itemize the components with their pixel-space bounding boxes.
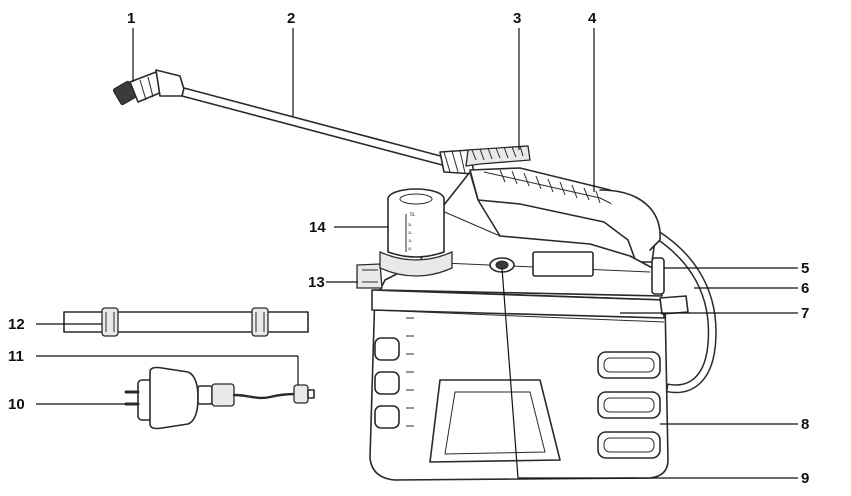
shoulder-strap — [63, 307, 309, 337]
spray-wand — [112, 69, 656, 263]
scale-top-mark: 5L — [410, 212, 416, 218]
scale-mark: 3L — [408, 222, 413, 227]
callout-13: 13 — [308, 274, 325, 291]
scale-mark: 0L — [408, 246, 413, 251]
callout-8: 8 — [801, 416, 809, 433]
leader-lines — [36, 28, 798, 479]
fill-cylinder: 5L 3L 2L 1L 0L — [379, 188, 453, 277]
sprayer-body: 5L 3L 2L 1L 0L — [356, 171, 689, 481]
callout-10: 10 — [8, 396, 25, 413]
callout-11: 11 — [8, 348, 24, 365]
callout-5: 5 — [801, 260, 809, 277]
hose — [599, 189, 717, 394]
left-ribs — [374, 317, 414, 429]
scale-mark: 1L — [408, 238, 413, 243]
charger-adapter — [124, 366, 199, 430]
strap-bracket — [356, 263, 383, 289]
scale-mark: 2L — [408, 230, 413, 235]
trigger-lever — [465, 145, 531, 167]
callout-labels: 1 2 3 4 5 6 7 8 9 10 11 12 13 14 — [8, 10, 809, 487]
callout-6: 6 — [801, 280, 809, 297]
nozzle — [112, 69, 187, 106]
leader-9 — [501, 267, 519, 479]
callout-3: 3 — [513, 10, 521, 27]
callout-12: 12 — [8, 316, 25, 333]
callout-2: 2 — [287, 10, 295, 27]
callout-14: 14 — [309, 219, 326, 236]
power-button — [489, 257, 515, 273]
callout-9: 9 — [801, 470, 809, 487]
right-ribs — [597, 351, 661, 459]
usb-cable — [197, 383, 315, 407]
callout-7: 7 — [801, 305, 809, 322]
callout-1: 1 — [127, 10, 135, 27]
callout-4: 4 — [588, 10, 597, 27]
